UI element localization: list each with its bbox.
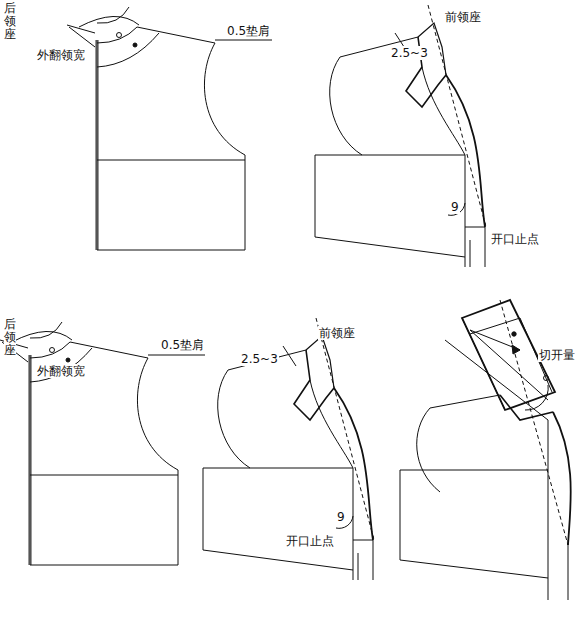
label: 前领座 xyxy=(444,10,482,24)
label: 9 xyxy=(450,200,460,214)
label: 外翻领宽 xyxy=(36,364,86,378)
back-bodice xyxy=(67,7,272,250)
label: 2.5~3 xyxy=(240,352,279,366)
label: 前领座 xyxy=(318,326,356,340)
label: 9 xyxy=(336,510,346,524)
label: 0.5垫肩 xyxy=(226,24,271,38)
label: 后领座 xyxy=(4,318,16,358)
label: 后领座 xyxy=(4,2,16,42)
label: 开口止点 xyxy=(285,534,335,548)
label: 切开量 xyxy=(538,348,576,362)
front-bodice xyxy=(203,318,374,580)
front-bodice xyxy=(315,5,486,267)
label: 外翻领宽 xyxy=(36,48,86,62)
back-bodice xyxy=(0,322,205,565)
rotated-front-bodice xyxy=(400,300,571,600)
label: 2.5~3 xyxy=(390,46,429,60)
label: 开口止点 xyxy=(490,232,540,246)
label: 0.5垫肩 xyxy=(160,338,205,352)
